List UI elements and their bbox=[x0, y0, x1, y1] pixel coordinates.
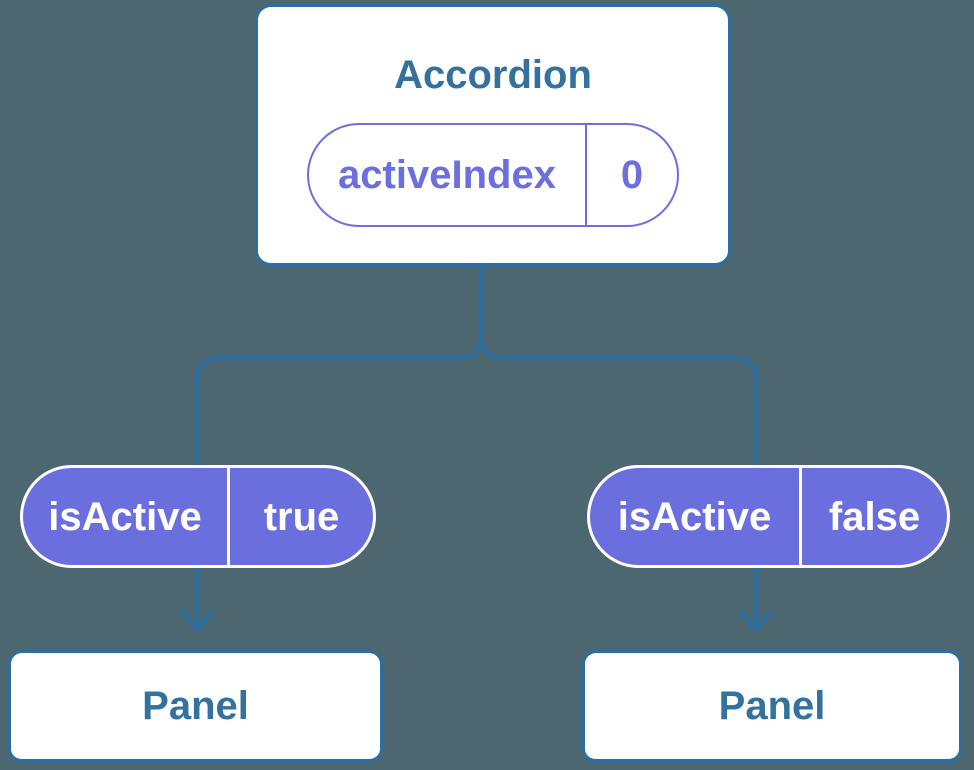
panel-label: Panel bbox=[718, 683, 826, 728]
component-title: Accordion bbox=[394, 52, 592, 97]
prop-value: true bbox=[263, 494, 340, 539]
panel-card-left: Panel bbox=[8, 650, 383, 763]
prop-value: false bbox=[828, 494, 921, 539]
panel-card-right: Panel bbox=[582, 650, 962, 763]
accordion-card: Accordion activeIndex 0 bbox=[255, 4, 731, 267]
state-value: 0 bbox=[620, 153, 644, 198]
state-pill: activeIndex 0 bbox=[307, 123, 679, 228]
connector-left-branch bbox=[194, 262, 484, 630]
prop-name: isActive bbox=[590, 468, 802, 565]
panel-label: Panel bbox=[142, 683, 249, 728]
prop-pill-isactive-true: isActive true bbox=[20, 465, 376, 568]
connector-right-branch bbox=[478, 262, 759, 630]
arrow-down-icon bbox=[180, 609, 214, 633]
prop-pill-isactive-false: isActive false bbox=[587, 465, 950, 568]
prop-name: isActive bbox=[23, 468, 230, 565]
state-name: activeIndex bbox=[309, 125, 587, 226]
arrow-down-icon bbox=[739, 609, 773, 633]
